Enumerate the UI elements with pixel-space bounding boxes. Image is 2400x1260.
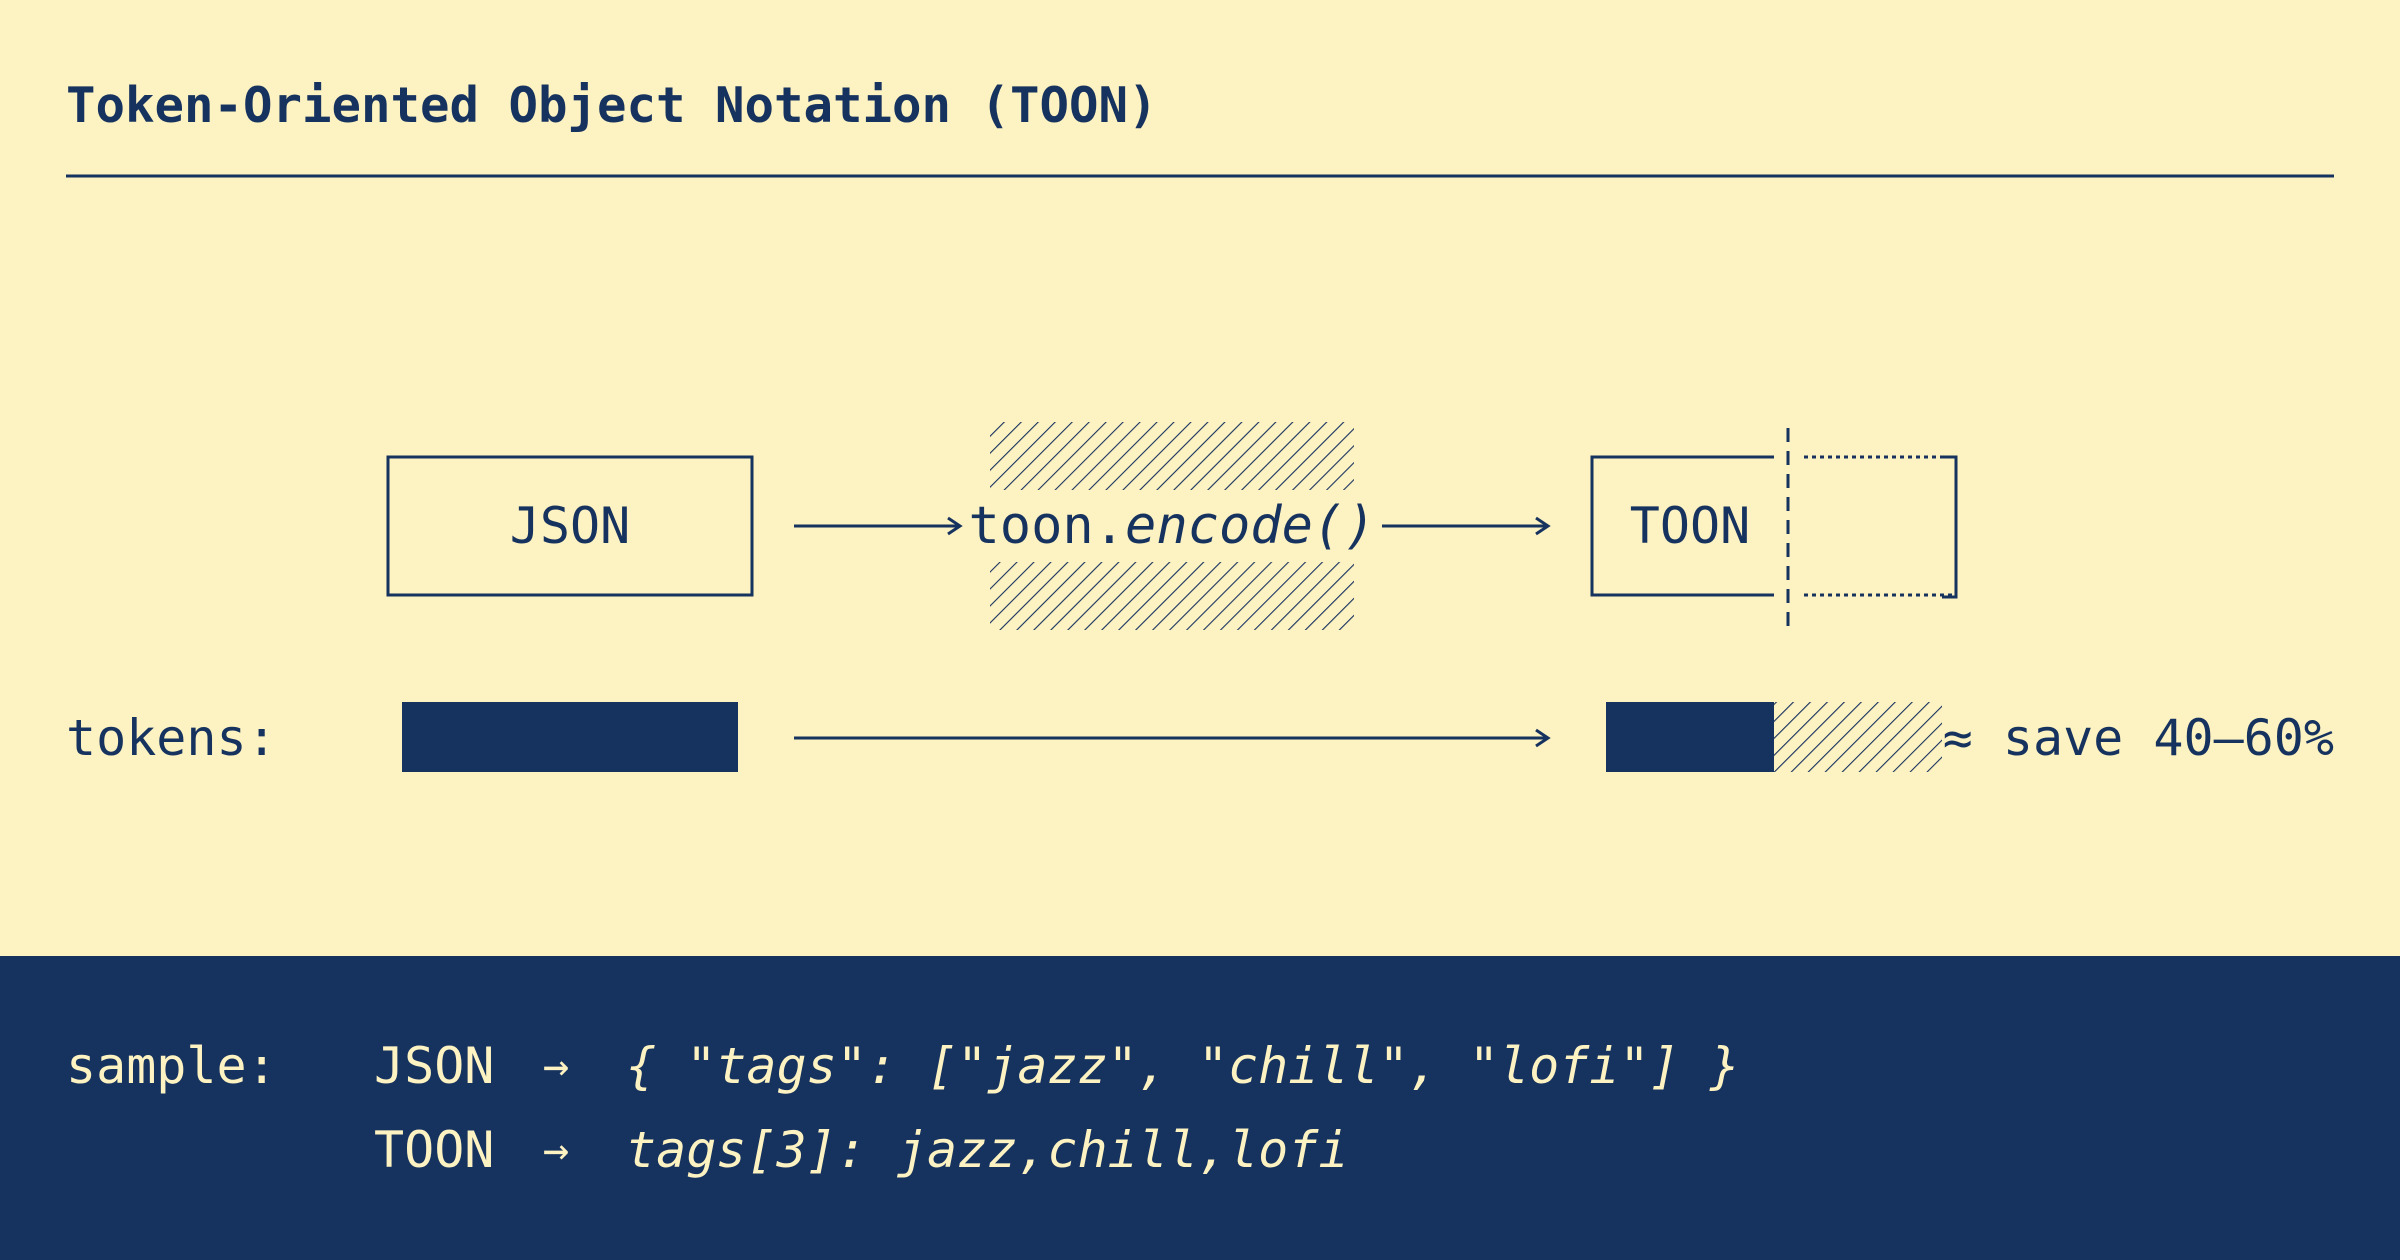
sample-arrow-toon: → [543,1125,570,1176]
encoder-hatch-bottom [990,562,1354,630]
json-token-bar [402,702,738,772]
sample-format-json: JSON [374,1037,494,1095]
toon-output-box [1590,428,1958,628]
sample-code-json: { "tags": ["jazz", "chill", "lofi"] } [626,1037,1740,1095]
encoder-method: encode() [1125,496,1375,556]
sample-code-toon: tags[3]: jazz,chill,lofi [626,1121,1348,1179]
page-title: Token-Oriented Object Notation (TOON) [66,77,1158,134]
arrow-to-encoder [794,516,963,536]
json-input-label: JSON [510,497,630,555]
encoder-object: toon. [969,496,1126,556]
sample-format-toon: TOON [374,1121,494,1179]
token-savings: ≈ save 40–60% [1943,709,2334,767]
saved-token-hatch [1774,702,1942,772]
sample-panel [0,956,2400,1260]
json-input-box [386,455,754,597]
encoder-function: toon.encode() [969,496,1376,556]
toon-output-label: TOON [1630,497,1750,555]
arrow-to-output [1382,516,1551,536]
sample-label: sample: [66,1037,277,1095]
toon-token-bar [1606,702,1774,772]
sample-arrow-json: → [543,1041,570,1092]
token-arrow [794,728,1551,748]
encoder-hatch-top [990,422,1354,490]
tokens-label: tokens: [66,709,277,767]
